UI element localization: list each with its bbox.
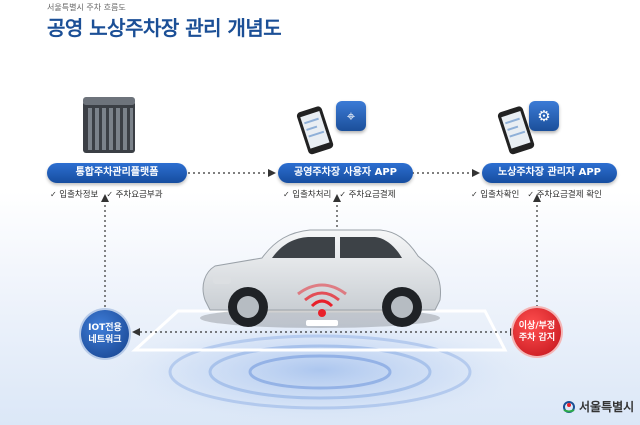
arrow-head	[132, 328, 140, 336]
user-app-features: 입출차처리 주차요금결제	[283, 188, 404, 200]
feature-item: 입출차확인	[471, 190, 519, 200]
platform-features: 입출차정보 주차요금부과	[50, 188, 171, 200]
arrow-head	[333, 194, 341, 202]
feature-item: 입출차정보	[50, 190, 98, 200]
seoul-logo-icon	[563, 400, 575, 413]
ripple-ring	[168, 334, 472, 410]
feature-item: 주차요금부과	[106, 190, 162, 200]
arrow-head	[472, 169, 480, 177]
feature-item: 주차요금결제 확인	[527, 190, 602, 200]
feature-item: 주차요금결제	[339, 190, 395, 200]
smartphone-manager-icon	[497, 106, 535, 155]
alert-line1: 이상/부정	[518, 321, 556, 331]
manager-app-features: 입출차확인 주차요금결제 확인	[471, 188, 610, 200]
arrow-head	[101, 194, 109, 202]
arrow-head	[268, 169, 276, 177]
ripple-ring	[208, 344, 432, 400]
platform-label: 통합주차관리플랫폼	[47, 163, 187, 183]
manager-app-label: 노상주차장 관리자 APP	[482, 163, 617, 183]
seoul-logo: 서울특별시	[562, 398, 634, 415]
gear-icon: ⚙	[529, 101, 559, 131]
car-illustration	[200, 229, 441, 328]
smartphone-user-icon	[296, 106, 334, 155]
iot-line2: 네트워크	[88, 335, 122, 345]
page-title: 공영 노상주차장 관리 개념도	[47, 16, 282, 40]
sensor-signal-icon	[297, 283, 347, 326]
iot-line1: IOT전용	[88, 323, 122, 333]
feature-item: 입출차처리	[283, 190, 331, 200]
logo-text: 서울특별시	[579, 400, 635, 414]
arrow-head	[533, 194, 541, 202]
map-pin-icon: ⌖	[336, 101, 366, 131]
breadcrumb: 서울특별시 주차 흐름도	[47, 3, 126, 12]
floor-glow	[100, 315, 540, 425]
alert-line2: 주차 감지	[518, 333, 556, 343]
ripple-ring	[248, 354, 392, 390]
server-rack-icon	[83, 97, 135, 153]
user-app-label: 공영주차장 사용자 APP	[278, 163, 413, 183]
